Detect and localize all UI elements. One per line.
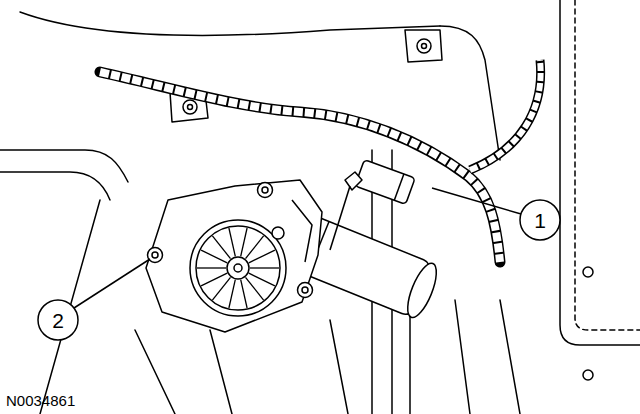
gear-spoke — [229, 280, 235, 308]
callout-number: 1 — [534, 210, 546, 231]
gear-spoke — [241, 280, 247, 308]
figure-code: N0034861 — [6, 393, 75, 408]
gear-spoke — [212, 277, 230, 300]
gear-spoke — [249, 273, 275, 286]
gear-spoke — [246, 277, 264, 300]
gear-spoke — [212, 236, 230, 259]
gear-spoke — [201, 250, 227, 263]
gear-spoke — [246, 236, 264, 259]
gear-spoke — [197, 267, 226, 268]
gear-spoke — [241, 228, 247, 256]
callout-number: 2 — [52, 310, 64, 331]
gear-spoke — [250, 267, 279, 268]
gear-spoke — [249, 250, 275, 263]
gear-spoke — [201, 273, 227, 286]
gear-spoke — [229, 228, 235, 256]
